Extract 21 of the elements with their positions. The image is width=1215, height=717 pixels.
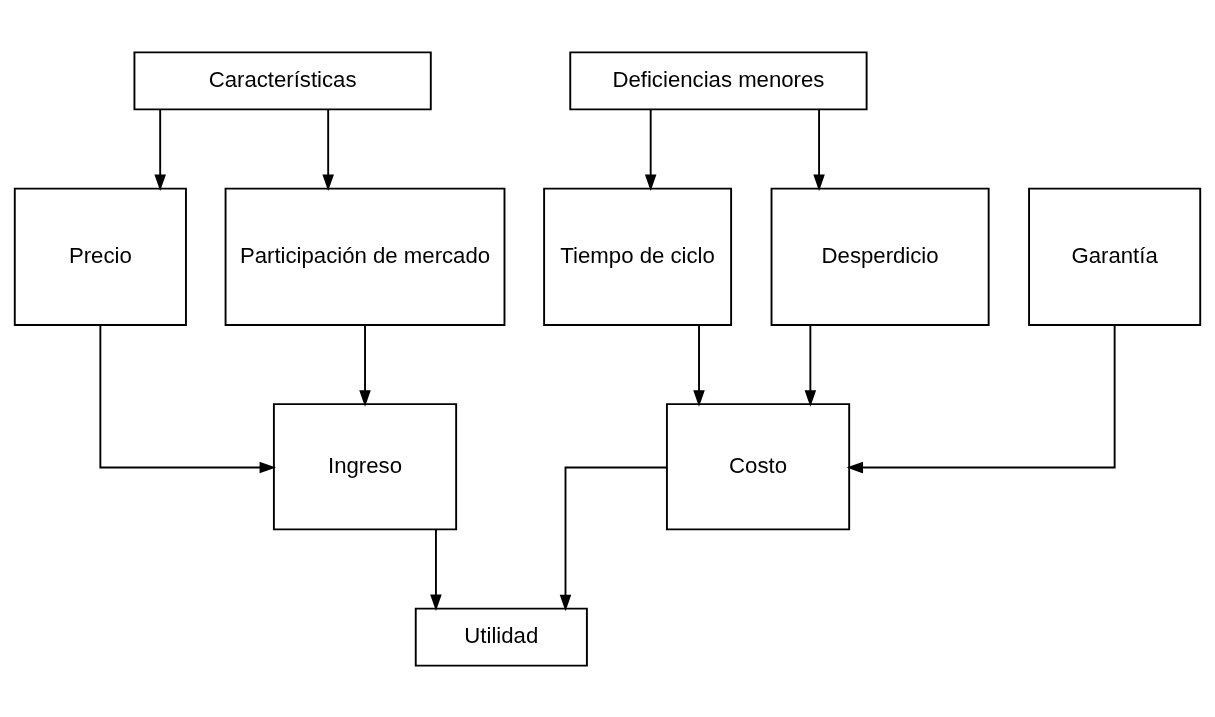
node-box: Tiempo de ciclo — [543, 187, 733, 326]
arrow — [813, 108, 825, 191]
node-box: Deficiencias menores — [569, 50, 868, 110]
arrow — [559, 466, 668, 611]
arrow — [430, 528, 442, 611]
node-box: Garantía — [1028, 187, 1202, 326]
node-box: Características — [133, 50, 432, 110]
arrow — [99, 323, 277, 473]
arrow — [322, 108, 334, 191]
arrow — [359, 323, 371, 407]
node-box: Utilidad — [414, 607, 588, 667]
node-box: Costo — [665, 402, 851, 530]
arrow — [644, 108, 657, 191]
node-box: Participación de mercado — [224, 187, 506, 326]
node-box: Ingreso — [272, 402, 458, 530]
arrow — [693, 323, 705, 407]
arrow — [804, 323, 817, 407]
node-box: Precio — [13, 187, 187, 326]
arrow — [154, 108, 166, 191]
arrow — [846, 323, 1116, 473]
node-box: Desperdicio — [770, 187, 990, 326]
